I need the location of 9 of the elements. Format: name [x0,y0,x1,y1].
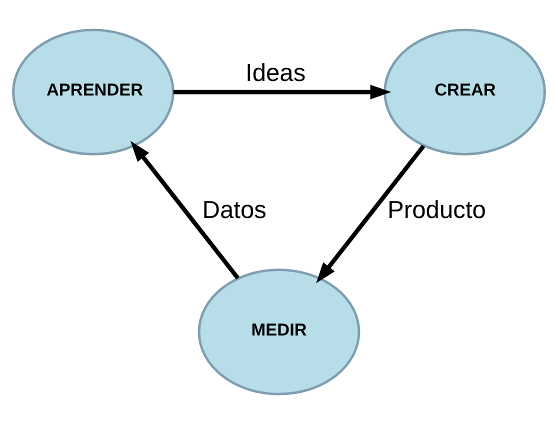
node-ellipse: MEDIR [198,268,360,395]
arrow [173,84,392,99]
node-ellipse: APRENDER [12,28,174,155]
edge-label: Datos [202,196,267,224]
edge-label: Ideas [245,59,306,86]
node-ellipse: CREAR [384,28,546,155]
arrow [130,140,240,279]
edge-label: Producto [388,196,486,224]
arrow [316,144,426,283]
